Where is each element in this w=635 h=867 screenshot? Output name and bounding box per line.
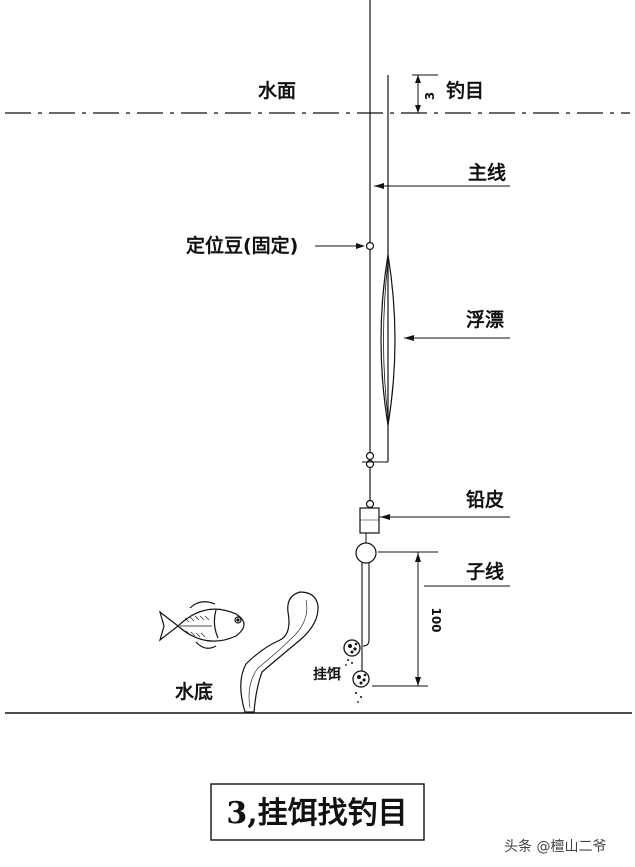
- caption-text: 3,挂饵找钓目: [226, 796, 407, 831]
- bait-lower: [352, 670, 370, 703]
- sub-line-label: 子线: [466, 560, 504, 583]
- main-line-label: 主线: [468, 161, 506, 184]
- fish-illustration: [158, 601, 245, 649]
- lead-sheet-arrow: [380, 514, 390, 520]
- water-surface-label: 水面: [258, 80, 296, 102]
- sub-dim-arrow-down: [415, 677, 421, 686]
- lead-top-bead: [365, 499, 375, 509]
- mark-dim-value: 3: [423, 92, 437, 100]
- main-line-arrow: [374, 183, 384, 189]
- bait-upper: [343, 639, 361, 666]
- lead-sheet: [359, 507, 380, 534]
- bait-label: 挂饵: [313, 666, 341, 683]
- caption-box: [210, 783, 425, 841]
- float-body: [380, 254, 396, 426]
- water-plant: [240, 591, 319, 713]
- float-label: 浮漂: [466, 308, 504, 331]
- float-body-inner: [383, 261, 389, 419]
- sub-dim-arrow-up: [415, 553, 421, 562]
- stopper-bead-label: 定位豆(固定): [186, 234, 298, 257]
- sub-dim-value: 100: [429, 607, 443, 632]
- stopper-bead-arrow: [356, 243, 365, 249]
- water-plant-vein: [248, 599, 308, 709]
- float-seat-bead-top: [365, 451, 375, 461]
- stopper-bead: [365, 241, 375, 251]
- bottom-label: 水底: [175, 680, 213, 703]
- lead-sheet-label: 铅皮: [466, 488, 504, 511]
- swivel-ring: [355, 542, 377, 564]
- mark-dim-arrow-down: [415, 105, 421, 113]
- mark-dim-arrow-up: [415, 75, 421, 83]
- watermark: 头条 @檀山二爷: [504, 838, 606, 855]
- hook-upper: [362, 639, 370, 647]
- fishing-mark-label: 钓目: [446, 79, 484, 102]
- float-arrow: [404, 335, 414, 341]
